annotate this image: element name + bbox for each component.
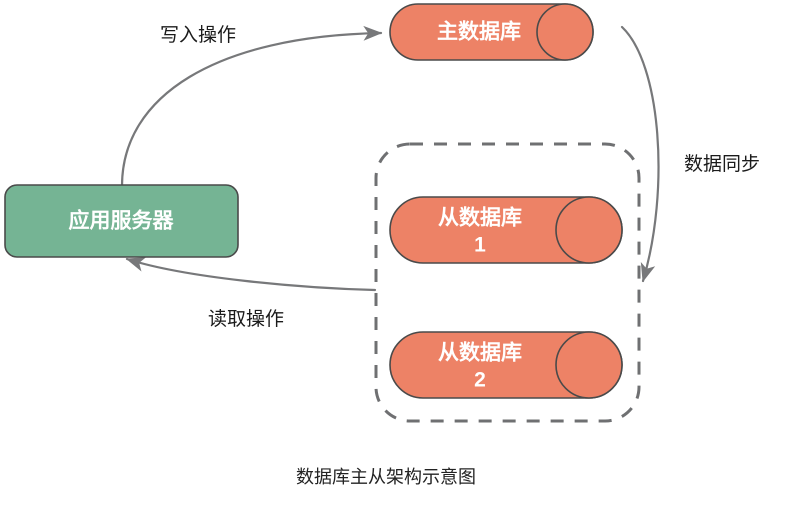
- edge-read-operation: [125, 257, 377, 292]
- slave-cluster-group: [374, 142, 641, 423]
- node-slave-database-1[interactable]: 从数据库 1: [389, 196, 623, 264]
- slave-database-2-label-line2: 2: [474, 369, 486, 392]
- slave-database-1-label-line1: 从数据库: [438, 206, 522, 230]
- slave-database-1-label-line2: 1: [474, 234, 486, 257]
- edge-label-read-operation: 读取操作: [208, 308, 284, 330]
- edge-label-data-sync: 数据同步: [684, 153, 760, 175]
- slave-database-2-label-line1: 从数据库: [438, 341, 522, 365]
- node-master-database[interactable]: 主数据库: [389, 3, 594, 61]
- master-database-disk-icon: [536, 3, 594, 61]
- diagram-caption: 数据库主从架构示意图: [296, 467, 476, 487]
- edge-write-operation: [120, 25, 383, 188]
- node-slave-database-2[interactable]: 从数据库 2: [389, 331, 623, 399]
- slave-database-1-disk-icon: [555, 196, 623, 264]
- app-server-label: 应用服务器: [69, 209, 175, 233]
- app-server-body: [4, 184, 239, 258]
- edge-data-sync: [620, 25, 660, 283]
- master-database-label: 主数据库: [437, 20, 521, 44]
- slave-database-2-disk-icon: [555, 331, 623, 399]
- node-app-server[interactable]: 应用服务器: [4, 184, 239, 258]
- edge-label-write-operation: 写入操作: [160, 24, 236, 46]
